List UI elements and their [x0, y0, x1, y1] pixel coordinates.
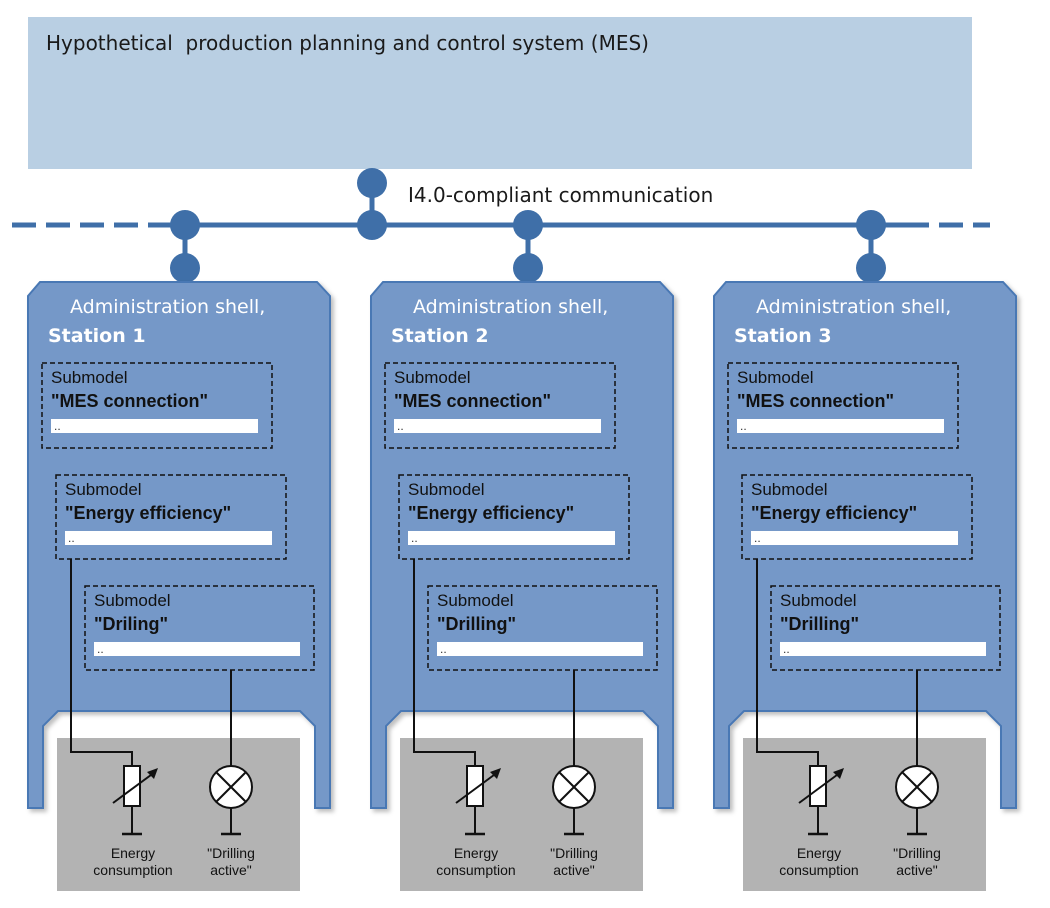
station-label: Station 2 [391, 325, 489, 347]
device-panel [743, 738, 986, 891]
shell-title: Administration shell, [413, 296, 608, 318]
submodel-field-value: .. [754, 531, 761, 545]
submodel-field-value: .. [97, 642, 104, 656]
bus-node-icon [357, 210, 387, 240]
station-label: Station 1 [48, 325, 146, 347]
mes-system: Hypothetical production planning and con… [28, 17, 972, 169]
lamp-icon [895, 765, 939, 836]
communication-label: I4.0-compliant communication [408, 183, 713, 207]
submodel-field[interactable] [737, 419, 944, 433]
energy-wire [70, 559, 133, 766]
bus-node-icon [170, 210, 200, 240]
submodel-name: "Drilling" [780, 614, 859, 634]
submodel-field[interactable] [394, 419, 601, 433]
submodel-field[interactable] [780, 642, 986, 656]
submodel-field[interactable] [408, 531, 615, 545]
bus-node-icon [513, 210, 543, 240]
submodel-field[interactable] [51, 419, 258, 433]
variable-resistor-icon [112, 765, 158, 836]
energy-wire [413, 559, 476, 766]
submodel-box[interactable]: Submodel "MES connection".. [384, 362, 616, 449]
submodel-field-value: .. [440, 642, 447, 656]
submodel-box[interactable]: Submodel "Driling".. [84, 585, 315, 671]
submodel-box[interactable]: Submodel "Drilling".. [427, 585, 658, 671]
shell-node-icon [513, 253, 543, 283]
submodel-label: Submodel [394, 368, 471, 387]
shell-title: Administration shell, [70, 296, 265, 318]
device-panel [400, 738, 643, 891]
submodel-field-value: .. [740, 419, 747, 433]
mes-node-icon [357, 168, 387, 198]
mes-box [28, 17, 972, 169]
station-3: Administration shell, Station 3 Submodel "M… [713, 210, 1017, 891]
submodel-name: "Driling" [94, 614, 168, 634]
submodel-name: "Energy efficiency" [408, 503, 574, 523]
lamp-icon [552, 765, 596, 836]
submodel-field-value: .. [411, 531, 418, 545]
submodel-label: Submodel [408, 480, 485, 499]
submodel-label: Submodel [780, 591, 857, 610]
submodel-label: Submodel [51, 368, 128, 387]
stations: Administration shell, Station 1 Submodel "M… [27, 210, 1017, 891]
submodel-field-value: .. [68, 531, 75, 545]
shell-node-icon [170, 253, 200, 283]
submodel-label: Submodel [737, 368, 814, 387]
submodel-label: Submodel [65, 480, 142, 499]
submodel-name: "MES connection" [394, 391, 551, 411]
submodel-name: "MES connection" [737, 391, 894, 411]
shell-node-icon [856, 253, 886, 283]
submodel-label: Submodel [94, 591, 171, 610]
lamp-icon [209, 765, 253, 836]
submodel-name: "Energy efficiency" [751, 503, 917, 523]
submodel-box[interactable]: Submodel "MES connection".. [727, 362, 959, 449]
submodel-field-value: .. [54, 419, 61, 433]
station-1: Administration shell, Station 1 Submodel "M… [27, 210, 331, 891]
station-label: Station 3 [734, 325, 832, 347]
submodel-box[interactable]: Submodel "Energy efficiency".. [741, 474, 973, 560]
mes-title: Hypothetical production planning and con… [46, 31, 649, 55]
submodel-name: "Energy efficiency" [65, 503, 231, 523]
submodel-field[interactable] [94, 642, 300, 656]
submodel-field-value: .. [783, 642, 790, 656]
submodel-field-value: .. [397, 419, 404, 433]
device-panel [57, 738, 300, 891]
submodel-field[interactable] [65, 531, 272, 545]
variable-resistor-icon [798, 765, 844, 836]
energy-wire [756, 559, 819, 766]
submodel-label: Submodel [437, 591, 514, 610]
submodel-label: Submodel [751, 480, 828, 499]
submodel-field[interactable] [751, 531, 958, 545]
submodel-box[interactable]: Submodel "MES connection".. [41, 362, 273, 449]
communication-bus: I4.0-compliant communication [12, 168, 990, 240]
submodel-name: "MES connection" [51, 391, 208, 411]
submodel-box[interactable]: Submodel "Drilling".. [770, 585, 1001, 671]
submodel-box[interactable]: Submodel "Energy efficiency".. [55, 474, 287, 560]
station-2: Administration shell, Station 2 Submodel "M… [370, 210, 674, 891]
submodel-box[interactable]: Submodel "Energy efficiency".. [398, 474, 630, 560]
bus-node-icon [856, 210, 886, 240]
submodel-name: "Drilling" [437, 614, 516, 634]
submodel-field[interactable] [437, 642, 643, 656]
variable-resistor-icon [455, 765, 501, 836]
shell-title: Administration shell, [756, 296, 951, 318]
